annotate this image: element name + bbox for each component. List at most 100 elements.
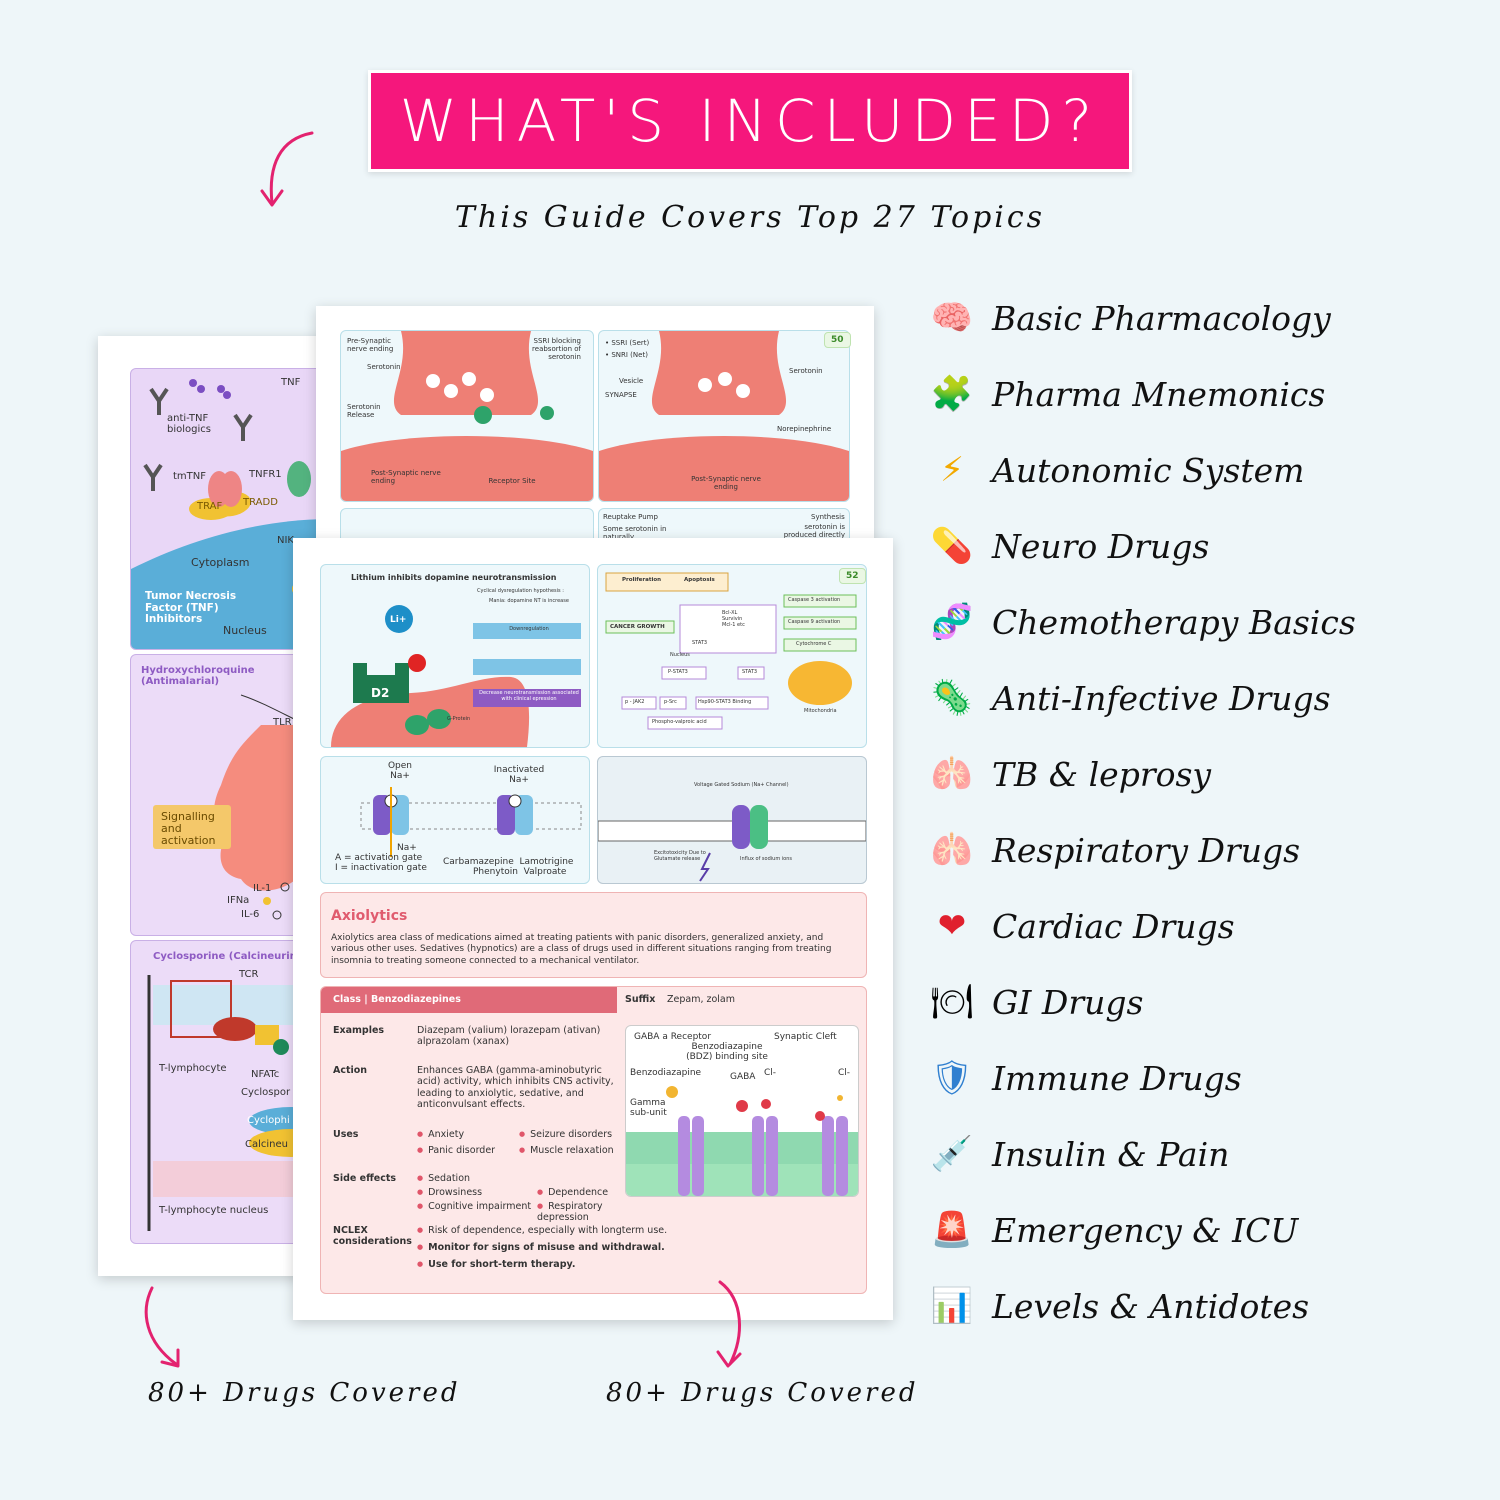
side-effect-item: Drowsiness — [417, 1187, 482, 1198]
use-item: Anxiety — [417, 1129, 464, 1140]
topic-label: Basic Pharmacology — [992, 298, 1331, 338]
topic-item: 🛡 Immune Drugs — [928, 1046, 1242, 1110]
nik-label: NIK — [277, 535, 294, 546]
tnfr1-label: TNFR1 — [249, 469, 282, 480]
page-number-badge-c: 52 — [839, 568, 866, 584]
voltage-gated-panel: Voltage Gated Sodium (Na+ Channel) Excit… — [597, 756, 867, 884]
tnf-diagram — [131, 379, 328, 649]
nclex-row: NCLEX considerations Risk of dependence,… — [321, 1225, 866, 1285]
uses-key: Uses — [333, 1129, 359, 1140]
ssri-blocking-label: SSRI blocking reabsortion of serotonin — [532, 337, 581, 362]
d2-label: D2 — [371, 686, 390, 700]
p-jak2-label: p - JAK2 — [625, 699, 645, 705]
topic-label: Cardiac Drugs — [992, 906, 1235, 946]
dna-icon: 🧬 — [930, 602, 974, 642]
bar-chart-icon: 📊 — [930, 1286, 974, 1326]
side-effects-row: Side effects Sedation Drowsiness Depende… — [321, 1173, 617, 1223]
topic-label: Autonomic System — [992, 450, 1305, 490]
topic-label: Insulin & Pain — [992, 1134, 1230, 1174]
curved-arrow-icon — [260, 131, 314, 207]
axiolytics-panel: Axiolytics Axiolytics area class of medi… — [320, 892, 867, 978]
nucleus-label: Nucleus — [223, 624, 267, 637]
sodium-channel-panel: Open Na+ Inactivated Na+ Na+ A = activat… — [320, 756, 590, 884]
ifna-label: IFNa — [227, 895, 250, 906]
mitochondria-label: Mitochondria — [804, 708, 837, 714]
pill-icon: 💊 — [930, 526, 974, 566]
cancer-growth-label: CANCER GROWTH — [610, 624, 665, 630]
shield-icon: 🛡 — [930, 1058, 974, 1098]
suffix-value: Zepam, zolam — [667, 994, 736, 1005]
topic-label: Immune Drugs — [992, 1058, 1242, 1098]
side-effect-item: Cognitive impairment — [417, 1201, 531, 1212]
topic-item: ⚡Autonomic System — [928, 438, 1304, 502]
synaptic-cleft-label: Synaptic Cleft — [774, 1032, 837, 1042]
caspase3-label: Caspase 3 activation — [788, 597, 841, 603]
gaba-receptor-figure: GABA a Receptor Synaptic Cleft Benzodiaz… — [625, 1025, 859, 1197]
drugs-covered-label-right: 80+ Drugs Covered — [606, 1378, 919, 1408]
topic-item: 🫁 TB & leprosy — [928, 742, 1211, 806]
topic-item: 🫁Respiratory Drugs — [928, 818, 1300, 882]
snri-label: • SNRI (Net) — [605, 351, 648, 359]
cyclospor-label: Cyclospor — [241, 1087, 291, 1098]
side-effect-item: Sedation — [417, 1173, 470, 1184]
axiolytics-title: Axiolytics — [331, 908, 408, 924]
p-src-label: p-Src — [664, 699, 677, 705]
nucleus-label-c: Nucleus — [670, 652, 690, 658]
signalling-box: Signalling and activation — [153, 805, 231, 849]
calcineu-label: Calcineu — [245, 1139, 288, 1150]
carbamazepine-label: Carbamazepine Lamotrigine — [443, 857, 574, 867]
drugs-covered-label-left: 80+ Drugs Covered — [148, 1378, 461, 1408]
synapse-diagram-2 — [599, 331, 849, 501]
gate-a-label: A = activation gate — [335, 853, 423, 863]
title-banner: WHAT'S INCLUDED? — [368, 70, 1132, 172]
lungs-icon: 🫁 — [930, 754, 974, 794]
topic-item: 🧠 Basic Pharmacology — [928, 286, 1331, 350]
cyclophi-label: Cyclophi — [247, 1115, 290, 1126]
gaba-label: GABA — [730, 1072, 756, 1082]
nfat-label: NFATc — [251, 1069, 280, 1080]
li-label: Li+ — [390, 615, 407, 625]
cyclical-label: Cyclical dysregulation hypothesis : — [477, 588, 564, 594]
il1-label: IL-1 — [253, 883, 272, 894]
examples-value: Diazepam (valium) lorazepam (ativan) alp… — [417, 1025, 601, 1048]
caspase9-label: Caspase 9 activation — [788, 619, 841, 625]
t-nucleus-label: T-lymphocyte nucleus — [159, 1205, 269, 1216]
topic-label: TB & leprosy — [992, 754, 1212, 794]
reuptake-label: Reuptake Pump — [603, 513, 658, 521]
class-label: Class | Benzodiazepines — [333, 994, 461, 1005]
serotonin-label: Serotonin — [367, 363, 401, 371]
topic-item: 🦠Anti-Infective Drugs — [928, 666, 1331, 730]
lithium-title: Lithium inhibits dopamine neurotransmiss… — [351, 573, 557, 582]
topic-item: 📊 Levels & Antidotes — [928, 1274, 1309, 1338]
tnf-panel: TNF anti-TNF biologics tmTNF TNFR1 TRAF … — [130, 368, 328, 650]
brain-icon: 🧠 — [930, 298, 974, 338]
bcl-label: Bcl-XL Survivin Mcl-1 etc — [722, 610, 745, 628]
topic-label: Emergency & ICU — [992, 1210, 1299, 1250]
class-header: Class | Benzodiazepines — [321, 987, 617, 1013]
preview-sheet-serotonin: Pre-Synaptic nerve ending Serotonin SSRI… — [316, 306, 874, 546]
banner-title: WHAT'S INCLUDED? — [399, 87, 1101, 155]
norepinephrine-label: Norepinephrine — [777, 425, 832, 433]
side-effects-key: Side effects — [333, 1173, 397, 1184]
side-effect-item: Dependence — [537, 1187, 608, 1198]
anti-tnf-label: anti-TNF biologics — [167, 413, 211, 435]
topic-item: 🚨Emergency & ICU — [928, 1198, 1298, 1262]
action-key: Action — [333, 1065, 368, 1076]
topic-label: GI Drugs — [992, 982, 1144, 1022]
voltage-gated-diagram — [598, 805, 866, 882]
microbe-icon: 🦠 — [930, 678, 974, 718]
curved-arrow-icon — [716, 1280, 742, 1368]
decrease-label: Decrease neurotransmission associated wi… — [479, 690, 579, 702]
phospho-label: Phospho-valproic acid — [652, 719, 707, 725]
topic-label: Neuro Drugs — [992, 526, 1210, 566]
gamma-label: Gamma sub-unit — [630, 1098, 667, 1119]
g-protein-label: G-Protein — [447, 716, 471, 722]
topic-label: Levels & Antidotes — [992, 1286, 1310, 1326]
action-row: Action Enhances GABA (gamma-aminobutyric… — [321, 1065, 617, 1115]
open-label: Open Na+ — [387, 761, 413, 782]
axiolytics-body: Axiolytics area class of medications aim… — [331, 933, 832, 966]
sodium-channel-diagram — [360, 787, 582, 857]
examples-row: Examples Diazepam (valium) lorazepam (at… — [321, 1025, 617, 1059]
pre-synaptic-label: Pre-Synaptic nerve ending — [347, 337, 394, 354]
nclex-item: Monitor for signs of misuse and withdraw… — [417, 1242, 665, 1253]
